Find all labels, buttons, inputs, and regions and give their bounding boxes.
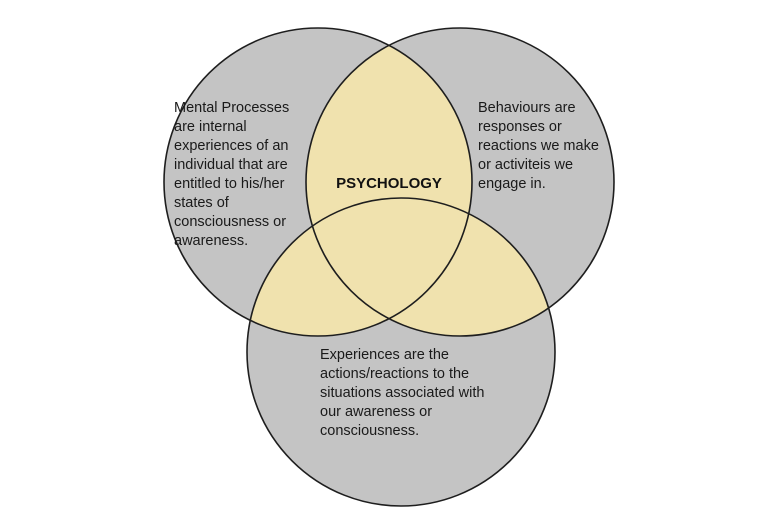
svg-text:our awareness or: our awareness or <box>320 404 432 420</box>
svg-text:consciousness.: consciousness. <box>320 423 419 439</box>
svg-text:situations associated with: situations associated with <box>320 385 484 401</box>
svg-text:consciousness or: consciousness or <box>174 214 286 230</box>
experiences-text: Experiences are the actions/reactions to… <box>320 347 484 439</box>
svg-text:individual that are: individual that are <box>174 157 288 173</box>
outline-behaviours <box>305 27 615 337</box>
svg-text:states of: states of <box>174 195 230 211</box>
mental-processes-text: Mental Processes are internal experience… <box>174 100 289 249</box>
behaviours-text: Behaviours are responses or reactions we… <box>478 100 599 192</box>
svg-text:are internal: are internal <box>174 119 247 135</box>
svg-text:experiences of an: experiences of an <box>174 138 288 154</box>
outline-experiences <box>246 197 556 507</box>
center-label-psychology: PSYCHOLOGY <box>336 175 442 192</box>
svg-text:Mental Processes: Mental Processes <box>174 100 289 116</box>
svg-text:actions/reactions to the: actions/reactions to the <box>320 366 469 382</box>
svg-text:Experiences are the: Experiences are the <box>320 347 449 363</box>
svg-text:engage in.: engage in. <box>478 176 546 192</box>
svg-text:or activiteis we: or activiteis we <box>478 157 573 173</box>
outline-mental-processes <box>163 27 473 337</box>
svg-text:awareness.: awareness. <box>174 233 248 249</box>
svg-text:reactions we make: reactions we make <box>478 138 599 154</box>
svg-text:entitled to his/her: entitled to his/her <box>174 176 285 192</box>
overlap-mental-experiences <box>247 198 472 336</box>
svg-text:Behaviours are: Behaviours are <box>478 100 576 116</box>
svg-text:responses or: responses or <box>478 119 562 135</box>
